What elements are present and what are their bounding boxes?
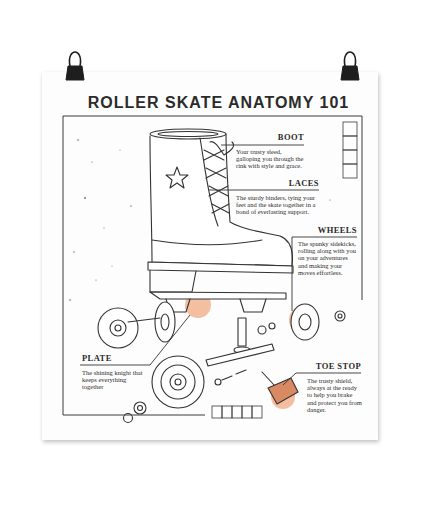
grid-boxes [232,406,242,418]
binder-clip [341,66,359,80]
roller-skate [268,378,298,404]
grunge-speckle [84,197,86,199]
roller-skate [338,314,342,318]
part-heading: PLATE [82,354,142,363]
roller-skate [161,365,195,399]
roller-skate [152,240,262,245]
roller-skate [150,270,196,292]
roller-skate [128,318,160,322]
leader-line [292,237,357,311]
roller-skate [98,308,138,348]
roller-skate [150,292,286,299]
grunge-speckle [69,299,71,301]
grunge-speckle [91,161,92,162]
roller-skate [262,372,275,386]
part-heading: BOOT [236,133,304,142]
roller-skate [258,326,266,334]
grunge-speckle [130,205,131,206]
part-heading: TOE STOP [300,362,361,371]
binder-clip [66,66,84,80]
roller-skate [166,167,188,188]
grid-boxes [242,406,252,418]
roller-skate [158,132,218,137]
roller-skate [200,138,218,226]
roller-skate [209,186,228,196]
frame-line [63,355,205,415]
roller-skate [210,142,234,155]
grunge-speckle [112,266,113,267]
roller-skate [215,379,221,385]
grid-boxes [212,406,222,418]
leader-line [80,145,361,385]
grid-boxes [222,406,232,418]
roller-skate [161,314,169,330]
binder-clip [66,52,359,80]
roller-skate [138,406,143,411]
roller-skate [299,314,311,330]
grunge-speckle [95,279,96,280]
roller-skate [134,402,146,414]
roller-skate [155,302,175,342]
poster-title: ROLLER SKATE ANATOMY 101 [52,94,385,112]
roller-skate [152,356,204,408]
part-description: The shining knight that keeps everything… [82,369,144,391]
roller-skate [335,311,345,321]
grid-boxes [343,136,357,150]
roller-skate [124,414,133,423]
grunge-speckle [329,199,330,200]
roller-skate [206,344,274,366]
roller-skate [206,168,226,178]
poster-sheet [42,72,378,440]
roller-skate [115,325,121,331]
grid-boxes [343,164,357,178]
grid-boxes [343,150,357,164]
roller-skate [240,299,266,312]
leader-line [80,315,190,365]
part-heading: LACES [236,179,319,188]
frame-line [63,116,362,415]
grid-boxes [252,406,262,418]
grunge-speckle [103,227,104,228]
grunge-speckle [73,251,74,252]
frame-line [63,116,362,355]
roller-skate [291,304,319,340]
roller-skate [110,320,126,336]
part-description: The spunky sidekicks, rolling along with… [298,240,358,276]
poster-sheet [42,72,378,440]
roller-skate [269,323,275,329]
leader-line [209,190,319,191]
binder-clip [344,52,355,66]
roller-skate [148,262,293,273]
part-description: Your trusty steed, galloping you through… [236,148,306,170]
grunge-speckle [77,139,79,141]
part-heading: WHEELS [298,226,357,235]
grunge-speckle [120,150,121,151]
roller-skate [222,370,246,380]
roller-skate [175,379,181,385]
grid-boxes [343,122,357,136]
roller-skate [170,374,186,390]
leader-line [221,145,304,146]
part-description: The sturdy binders, tying your feet and … [236,194,320,216]
roller-skate [238,318,246,346]
roller-skate [150,129,226,139]
part-description: The trusty shield, always at the ready t… [307,377,363,413]
binder-clip [69,52,80,66]
roller-skate [212,204,229,213]
